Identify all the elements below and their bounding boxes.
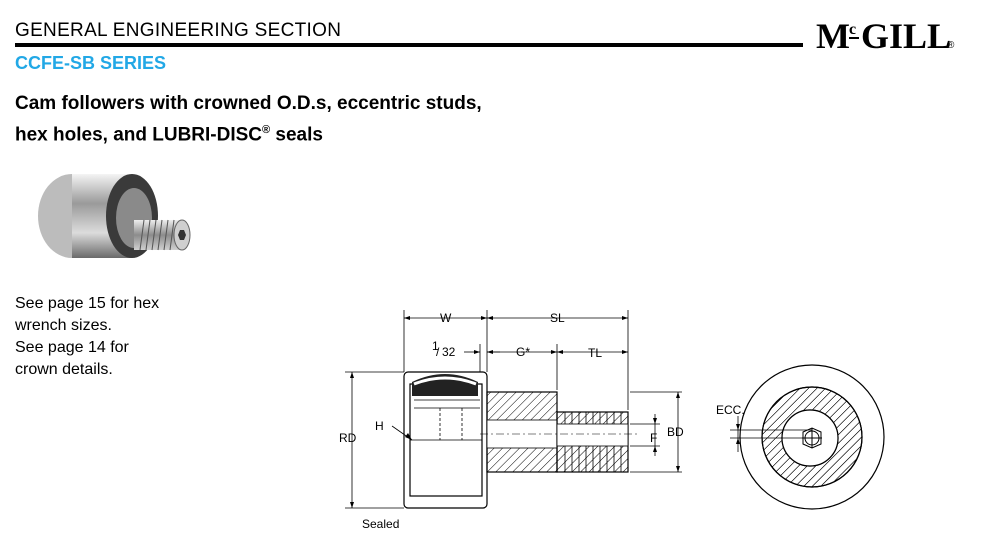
dim-label-fraction-den: 32 (442, 345, 456, 359)
dim-label-g: G* (516, 345, 530, 359)
svg-text:c: c (849, 21, 856, 38)
dim-label-tl: TL (588, 346, 602, 360)
dim-label-f: F (650, 431, 657, 445)
section-title: GENERAL ENGINEERING SECTION (15, 20, 342, 41)
svg-text:/: / (436, 345, 440, 359)
sealed-caption: Sealed (362, 517, 399, 531)
mcgill-logo: M c GILL ® (816, 16, 955, 56)
dim-label-fraction-num: 1 (432, 339, 439, 353)
svg-text:®: ® (947, 40, 955, 51)
cam-follower-section-drawing: W SL 1 / 32 G* TL RD H BD F Sealed (339, 310, 684, 531)
end-view-drawing: ECC. (716, 364, 885, 510)
dim-label-bd: BD (667, 425, 684, 439)
product-photo (38, 174, 191, 258)
dim-label-rd: RD (339, 431, 357, 445)
section-divider (15, 43, 803, 47)
headline-line-1: Cam followers with crowned O.D.s, eccent… (15, 93, 482, 114)
headline-line-2: hex holes, and LUBRI-DISC® seals (15, 124, 323, 146)
dim-label-sl: SL (550, 311, 565, 325)
svg-text:GILL: GILL (861, 16, 951, 56)
dim-label-w: W (440, 311, 452, 325)
dim-label-ecc: ECC. (716, 403, 745, 417)
series-title: CCFE-SB SERIES (15, 53, 167, 73)
product-headline: Cam followers with crowned O.D.s, eccent… (15, 91, 482, 148)
crown-details-note: See page 14 for crown details. (15, 339, 129, 378)
hex-wrench-note: See page 15 for hex wrench sizes. (15, 295, 160, 334)
dim-label-h: H (375, 419, 384, 433)
svg-text:M: M (816, 16, 850, 56)
